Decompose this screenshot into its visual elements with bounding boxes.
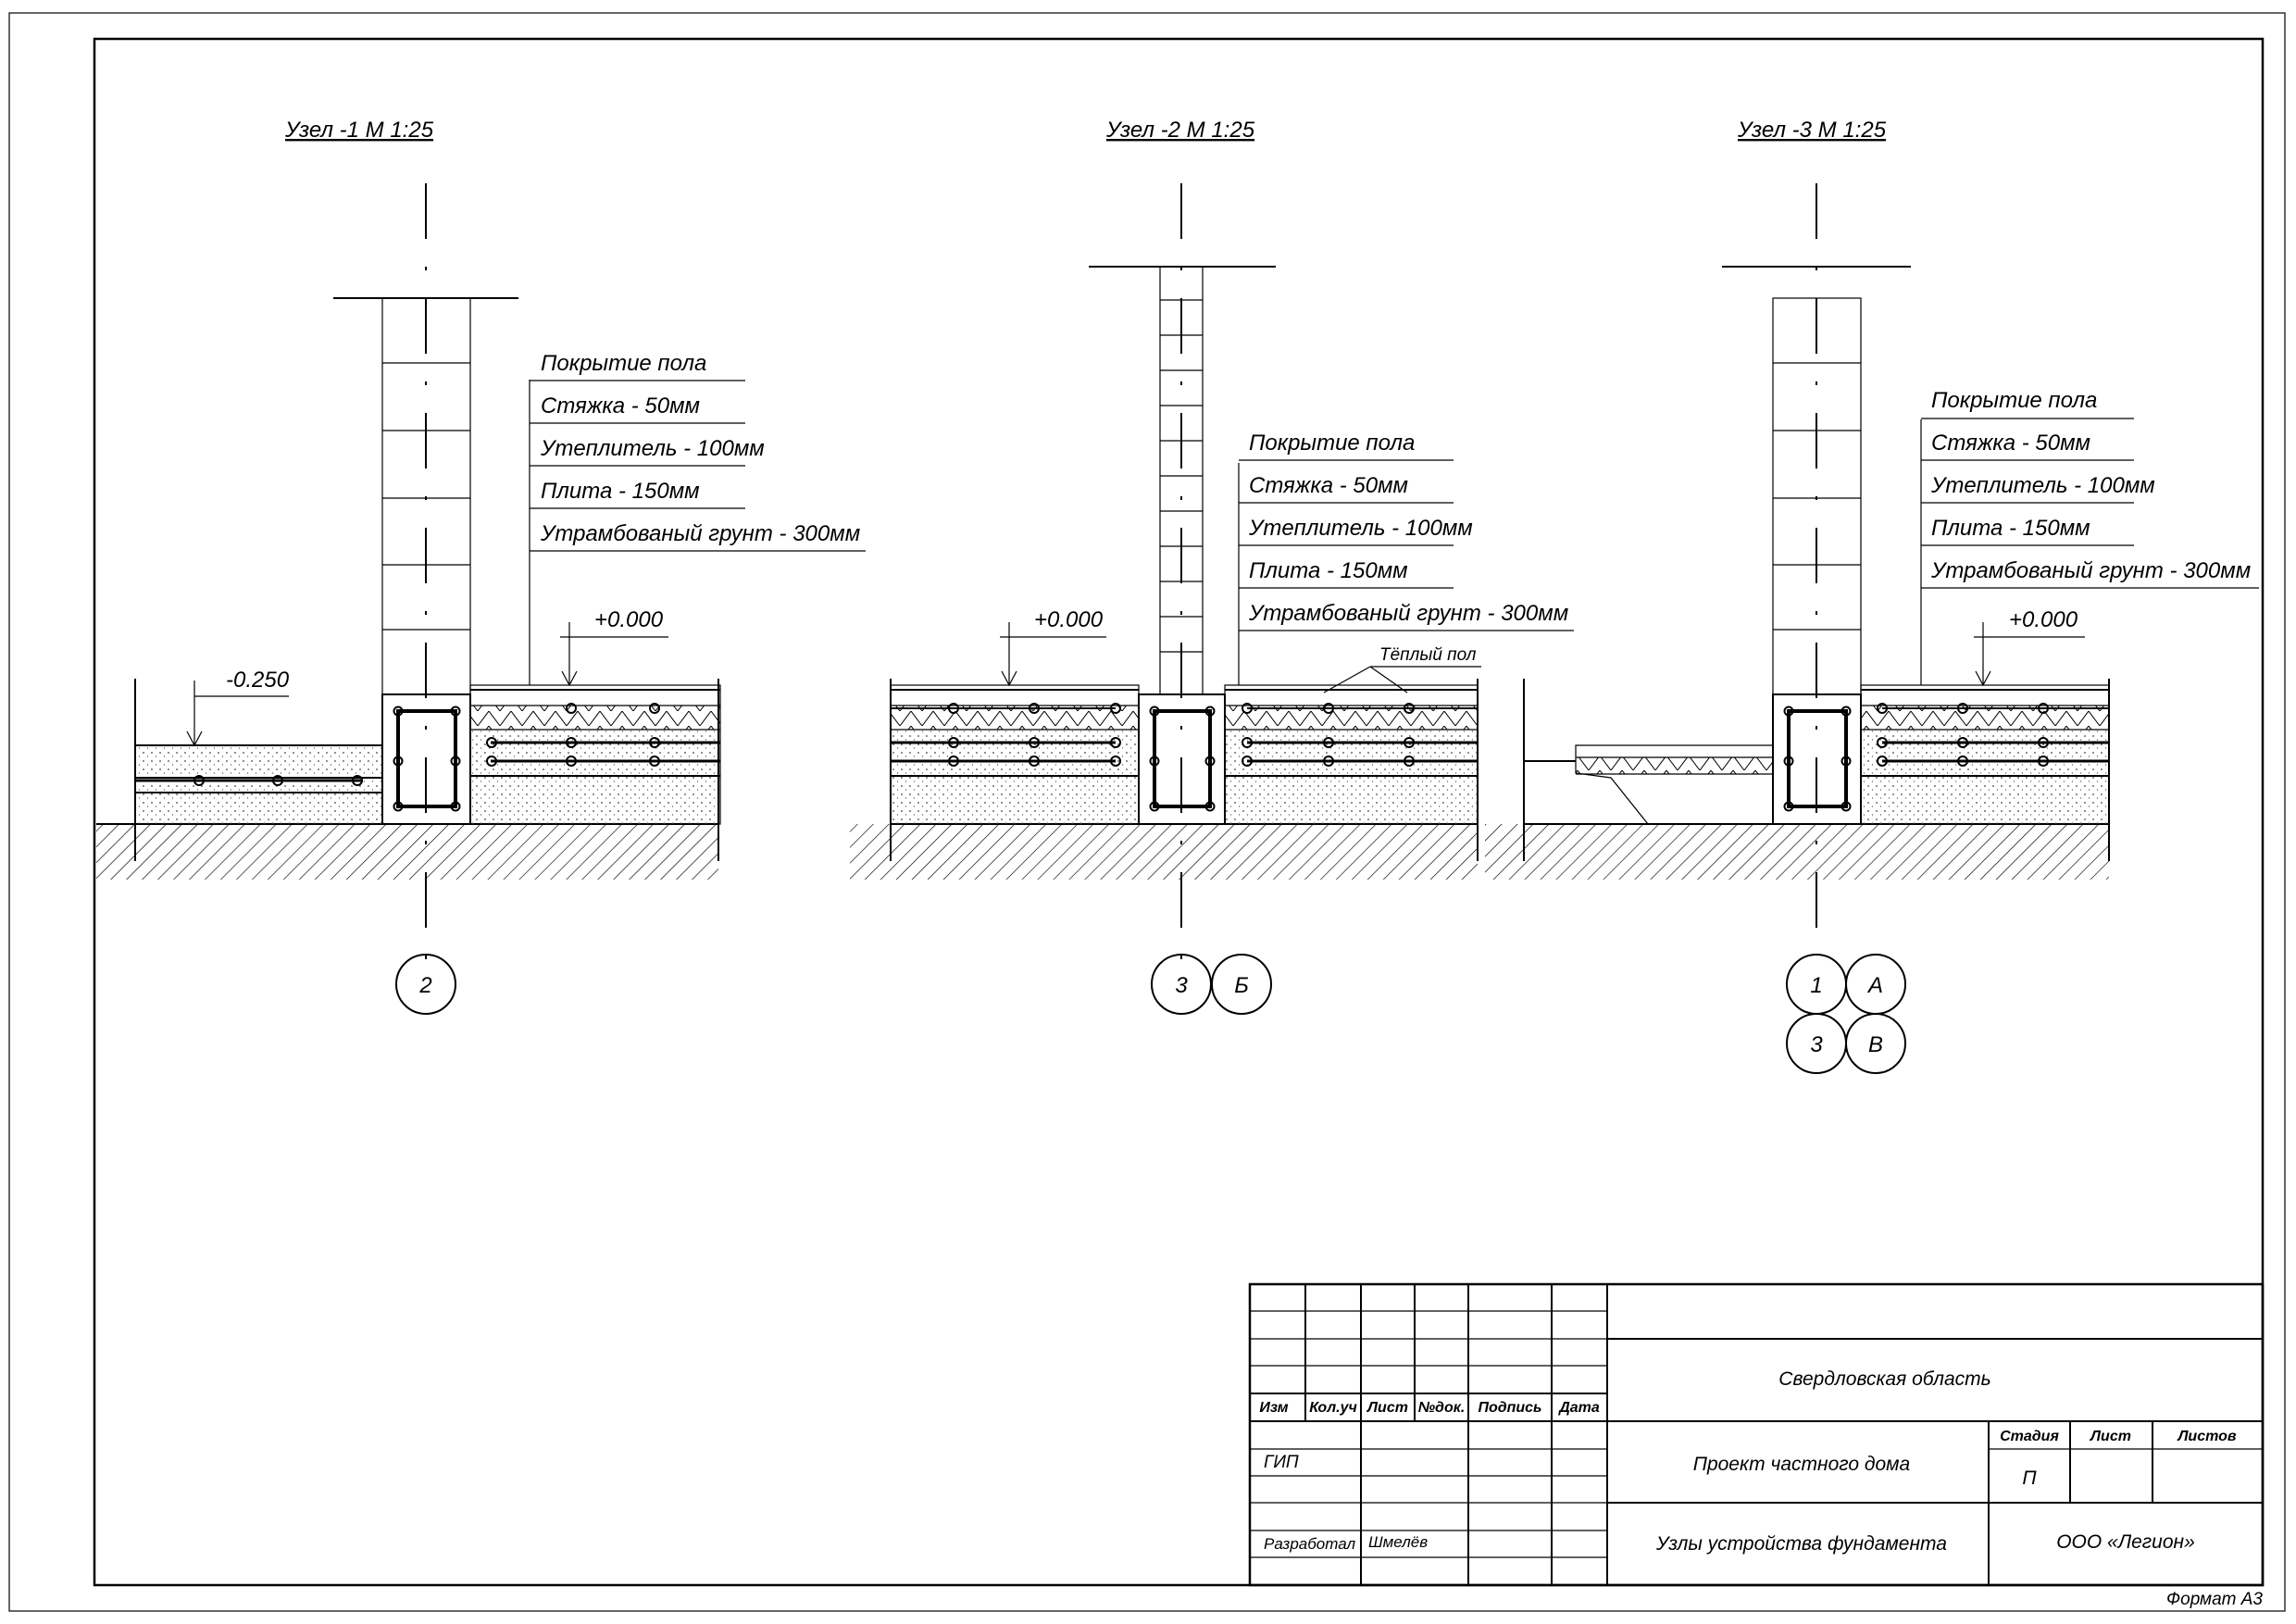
- layer-label: Утеплитель - 100мм: [1248, 516, 1473, 541]
- layer-label: Утеплитель - 100мм: [540, 436, 765, 461]
- level-mark: +0.000: [594, 607, 664, 632]
- stage-header: Стадия: [2000, 1429, 2059, 1444]
- column-header: Подпись: [1478, 1400, 1541, 1416]
- axis-marker: [1845, 1013, 1906, 1074]
- layer-label: Плита - 150мм: [1931, 516, 2090, 541]
- level-mark: +0.000: [1034, 607, 1104, 632]
- format-label: Формат А3: [2166, 1590, 2263, 1609]
- axis-label: В: [1868, 1032, 1883, 1057]
- detail-node-2: Узел -2 М 1:25: [850, 118, 1574, 1015]
- axis-label: 1: [1810, 973, 1822, 998]
- layer-label: Утрамбованый грунт - 300мм: [540, 521, 860, 546]
- sheet-header: Лист: [2090, 1429, 2131, 1444]
- title-block: Изм Кол.уч Лист №док. Подпись Дата ГИП Р…: [1248, 1282, 2265, 1587]
- column-header: Изм: [1259, 1400, 1288, 1416]
- slab-lower: [135, 745, 382, 778]
- layer-label: Утрамбованый грунт - 300мм: [1930, 558, 2251, 583]
- gip-label: ГИП: [1264, 1453, 1299, 1472]
- axis-label: 3: [1175, 973, 1188, 998]
- layer-label: Плита - 150мм: [541, 479, 700, 504]
- detail-title: Узел -2 М 1:25: [1105, 118, 1255, 143]
- axis-label: 2: [418, 973, 431, 998]
- layer-label: Стяжка - 50мм: [1931, 431, 2090, 456]
- layer-label: Покрытие пола: [1931, 388, 2097, 413]
- column-header: Кол.уч: [1309, 1400, 1357, 1416]
- layer-label: Покрытие пола: [541, 351, 706, 376]
- layer-label: Покрытие пола: [1249, 431, 1415, 456]
- layer-label: Плита - 150мм: [1249, 558, 1408, 583]
- detail-title: Узел -1 М 1:25: [284, 118, 434, 143]
- axis-label: Б: [1234, 973, 1249, 998]
- detail-node-3: Узел -3 М 1:25: [1485, 118, 2259, 1074]
- layer-label: Стяжка - 50мм: [1249, 473, 1408, 498]
- layer-label: Стяжка - 50мм: [541, 394, 700, 418]
- sheet-border: [8, 12, 2286, 1612]
- layer-label: Утрамбованый грунт - 300мм: [1248, 601, 1568, 626]
- axis-marker: [1211, 954, 1272, 1015]
- company-name: ООО «Легион»: [2056, 1531, 2195, 1553]
- ground-hatch: [850, 824, 1478, 880]
- axis-label: 3: [1810, 1032, 1823, 1057]
- drawing-frame: [93, 37, 2265, 1587]
- detail-node-1: Узел -1 М 1:25: [96, 118, 866, 1015]
- axis-label: А: [1866, 973, 1883, 998]
- ground-hatch: [96, 824, 718, 880]
- developer-name: Шмелёв: [1368, 1533, 1428, 1551]
- developed-label: Разработал: [1264, 1535, 1355, 1553]
- column-header: Дата: [1557, 1400, 1600, 1416]
- column-header: Лист: [1366, 1400, 1408, 1416]
- stage-value: П: [2022, 1468, 2037, 1489]
- ground-hatch: [1485, 824, 2109, 880]
- note-label: Тёплый пол: [1379, 645, 1477, 665]
- axis-marker: [395, 954, 456, 1015]
- layer-label: Утеплитель - 100мм: [1930, 473, 2155, 498]
- column-header: №док.: [1418, 1400, 1466, 1416]
- region-text: Свердловская область: [1778, 1368, 1990, 1390]
- sheets-header: Листов: [2177, 1429, 2236, 1444]
- sheet-title-text: Узлы устройства фундамента: [1655, 1533, 1947, 1555]
- project-text: Проект частного дома: [1693, 1454, 1911, 1475]
- level-mark: -0.250: [226, 668, 290, 693]
- detail-title: Узел -3 М 1:25: [1737, 118, 1887, 143]
- level-mark: +0.000: [2009, 607, 2078, 632]
